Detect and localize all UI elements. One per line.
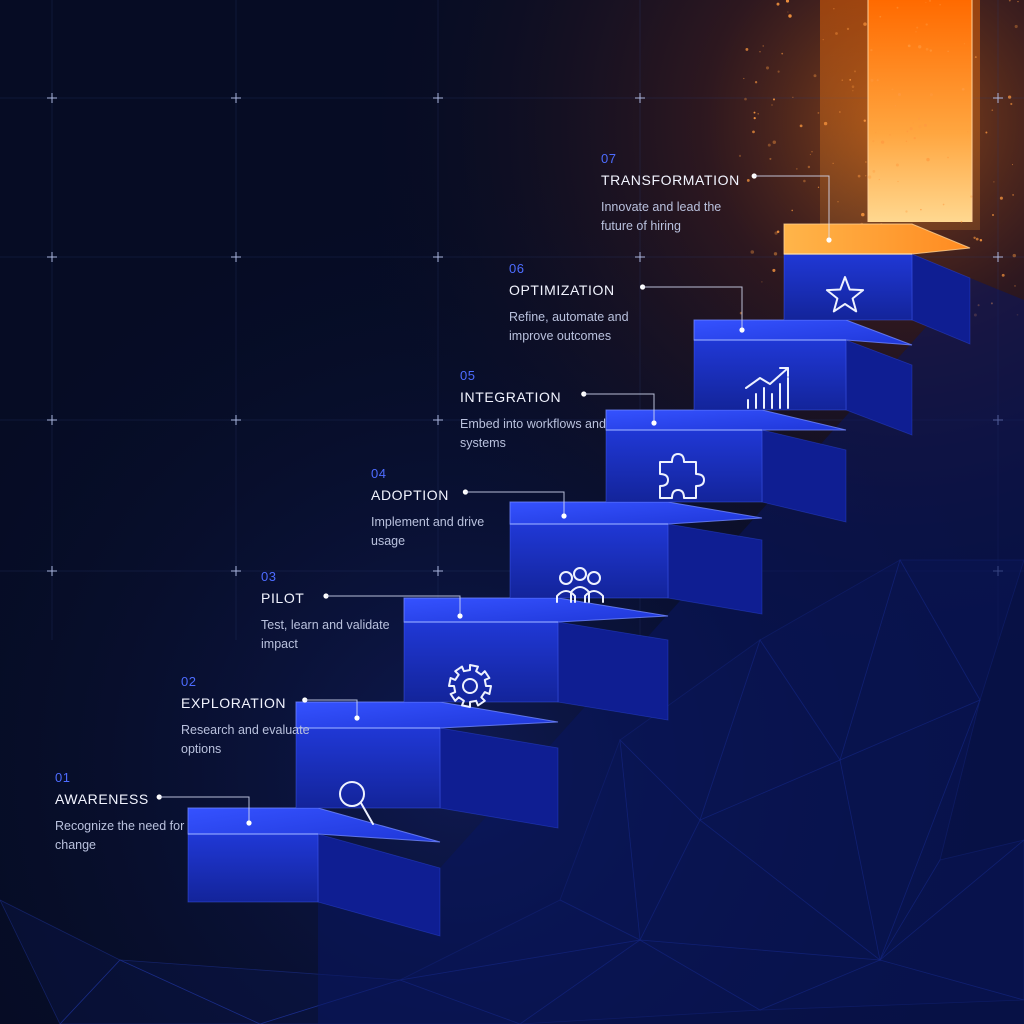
connector-line [302,697,360,721]
stair-step [509,501,763,615]
step-title: AWARENESS [55,791,149,807]
step-title: OPTIMIZATION [509,282,615,298]
stair-step [187,807,441,937]
step-number: 01 [55,770,71,785]
connector-line [462,489,567,519]
people-icon [556,567,604,603]
step-number: 06 [509,261,525,276]
connector-line [156,794,252,826]
step-title: PILOT [261,590,305,606]
connector-line [581,391,657,426]
step-number: 02 [181,674,197,689]
step-description: Embed into workflows and systems [460,417,606,450]
step-description: Innovate and lead the future of hiring [601,200,722,233]
stair-step [295,701,559,829]
step-title: ADOPTION [371,487,449,503]
step-description: Refine, automate and improve outcomes [509,310,629,343]
stair-step [403,597,669,721]
step-description: Recognize the need for change [55,819,185,852]
stair-step [783,223,971,345]
stair-step [605,409,847,523]
connector-line [323,593,463,619]
gear-icon [448,664,492,708]
stair-step [693,319,913,436]
step-number: 05 [460,368,476,383]
step-title: TRANSFORMATION [601,172,740,188]
step-number: 07 [601,151,617,166]
staircase [187,223,1024,1024]
puzzle-icon [659,453,705,499]
step-number: 03 [261,569,277,584]
step-title: EXPLORATION [181,695,287,711]
star-icon [825,276,865,313]
connector-line [751,173,832,243]
magnifier-icon [339,781,374,825]
step-description: Test, learn and validate impact [261,618,390,651]
step-icons [339,276,865,825]
step-description: Implement and drive usage [371,515,485,548]
connector-line [640,284,745,333]
step-description: Research and evaluate options [181,723,310,756]
step-number: 04 [371,466,387,481]
glowing-doorway [820,0,980,230]
label-connectors [156,173,832,826]
growth-chart-icon [745,367,789,409]
step-title: INTEGRATION [460,389,562,405]
